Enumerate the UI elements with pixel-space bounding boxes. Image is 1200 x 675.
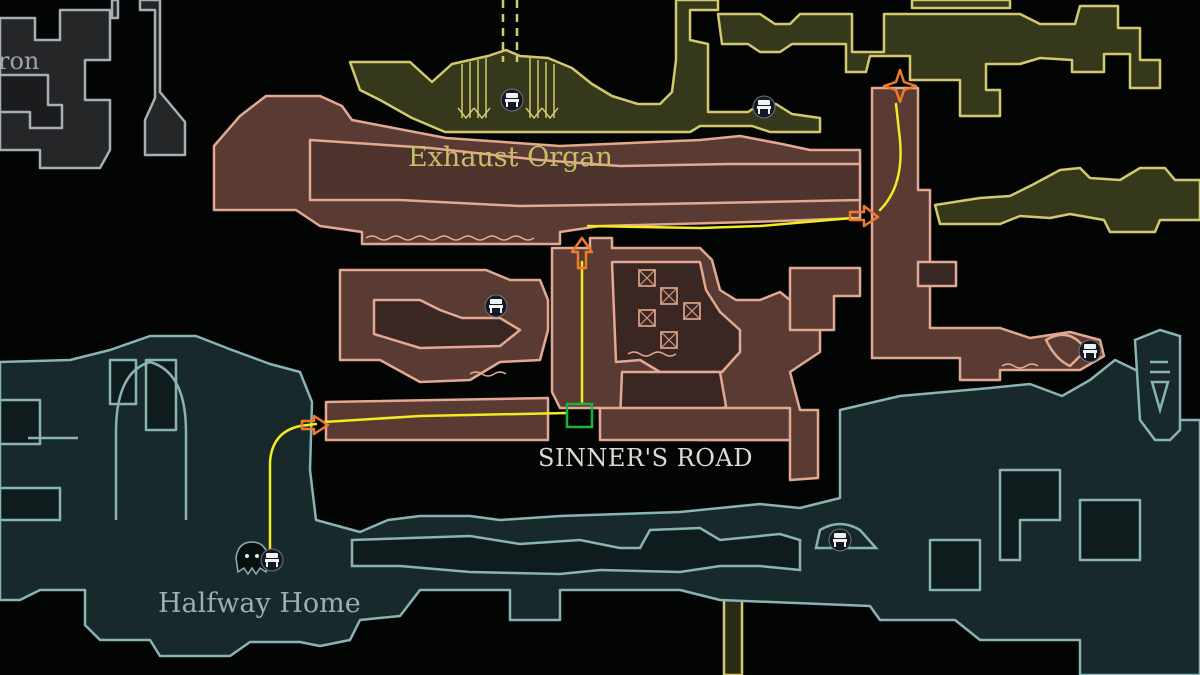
route-arrow-icon (300, 204, 880, 436)
area-label-sinners-road: SINNER'S ROAD (538, 444, 753, 472)
bench-icon[interactable] (260, 548, 284, 572)
bench-icon[interactable] (1078, 339, 1102, 363)
current-position-icon (565, 402, 594, 429)
bench-icon[interactable] (752, 95, 776, 119)
npc-icon (235, 541, 269, 576)
halfway-home-area (0, 334, 1200, 675)
area-label-exhaust-organ: Exhaust Organ (408, 142, 613, 173)
destination-star-icon[interactable] (882, 68, 918, 104)
route-path (268, 102, 902, 550)
organ-pipes (457, 58, 559, 120)
bench-icon[interactable] (484, 294, 508, 318)
exhaust-organ-area (348, 0, 1200, 675)
bench-icon[interactable] (828, 528, 852, 552)
halfway-detail (28, 328, 1182, 576)
area-label-partial: ron (0, 47, 40, 75)
area-label-halfway-home: Halfway Home (158, 588, 361, 619)
sinners-road-area (212, 86, 1106, 482)
sinners-road-details (365, 235, 1039, 377)
northwest-area (0, 0, 187, 170)
bench-icon[interactable] (500, 88, 524, 112)
